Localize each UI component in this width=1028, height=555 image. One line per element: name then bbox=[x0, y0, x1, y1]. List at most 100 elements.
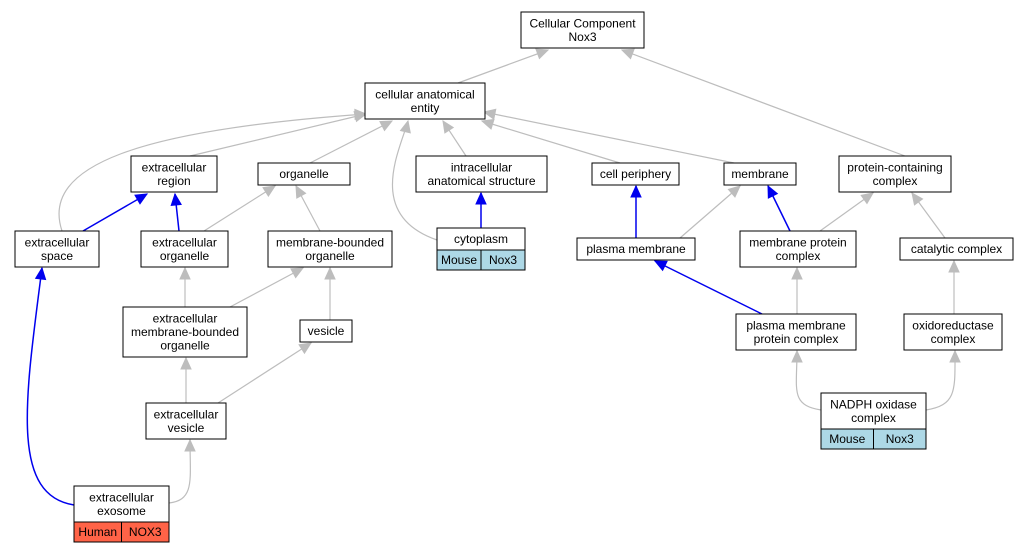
node-org[interactable]: organelle bbox=[257, 162, 351, 186]
edge-arrowhead bbox=[262, 185, 277, 198]
node-label: membrane-bounded bbox=[276, 235, 384, 249]
edge-ias-to-cae bbox=[442, 119, 467, 157]
edge-ves-to-mbo bbox=[324, 266, 336, 320]
node-box bbox=[723, 162, 797, 186]
edge-arrowhead bbox=[298, 342, 313, 355]
node-box bbox=[576, 237, 696, 261]
edge-line bbox=[654, 260, 763, 315]
edge-arrowhead bbox=[379, 120, 394, 132]
edge-mbo-to-org bbox=[295, 184, 321, 232]
edge-nadph-to-oxr bbox=[925, 349, 961, 411]
edge-arrowhead bbox=[295, 184, 307, 199]
node-label: extracellular bbox=[154, 407, 219, 421]
node-label: plasma membrane bbox=[586, 242, 686, 256]
edge-arrowhead bbox=[324, 266, 336, 280]
gene-cell bbox=[873, 428, 927, 450]
edge-ecv-to-ves bbox=[217, 342, 313, 404]
node-cc[interactable]: catalytic complex bbox=[899, 237, 1014, 261]
node-label: plasma membrane bbox=[746, 318, 846, 332]
edge-arrowhead bbox=[442, 119, 455, 134]
gene-cell bbox=[121, 521, 170, 543]
edge-cyto-to-ias bbox=[475, 191, 487, 228]
edge-ecv-to-embo bbox=[180, 356, 192, 403]
node-label: organelle bbox=[305, 249, 355, 263]
edge-embo-to-mbo bbox=[229, 267, 305, 308]
node-label: complex bbox=[873, 174, 918, 188]
edge-eco-to-ecr bbox=[170, 192, 182, 232]
edge-arrowhead bbox=[480, 118, 495, 130]
node-label: membrane bbox=[731, 167, 789, 181]
edge-cae-to-root bbox=[457, 48, 550, 84]
species-label: Mouse bbox=[441, 253, 477, 267]
node-box bbox=[899, 237, 1014, 261]
edge-line bbox=[391, 120, 438, 241]
node-label: region bbox=[157, 174, 190, 188]
edge-line bbox=[679, 185, 741, 239]
node-mem[interactable]: membrane bbox=[723, 162, 797, 186]
node-pm[interactable]: plasma membrane bbox=[576, 237, 696, 261]
edge-pm-to-mem bbox=[679, 185, 741, 239]
edge-arrowhead bbox=[911, 192, 924, 206]
node-label: exosome bbox=[97, 504, 146, 518]
node-box bbox=[267, 230, 393, 268]
edge-arrowhead bbox=[34, 266, 47, 281]
edge-line bbox=[457, 49, 549, 84]
edge-cp-to-cae bbox=[480, 118, 621, 164]
edge-line bbox=[217, 342, 312, 404]
edge-oxr-to-cc bbox=[948, 259, 960, 314]
edge-arrowhead bbox=[290, 267, 305, 279]
node-ves[interactable]: vesicle bbox=[299, 319, 353, 343]
edge-pmpc-to-mpc bbox=[791, 266, 803, 314]
gene-label: Nox3 bbox=[489, 253, 517, 267]
edge-line bbox=[481, 120, 621, 164]
edge-nadph-to-pmpc bbox=[791, 349, 822, 411]
edge-arrowhead bbox=[535, 48, 550, 60]
edge-org-to-cae bbox=[309, 120, 394, 164]
edge-arrowhead bbox=[475, 191, 487, 205]
edge-arrowhead bbox=[653, 260, 668, 272]
edge-arrowhead bbox=[179, 266, 191, 280]
edge-arrowhead bbox=[184, 438, 196, 452]
node-box bbox=[257, 162, 351, 186]
annotation-cyto: Mouse Nox3 bbox=[436, 249, 526, 271]
edge-pcc-to-root bbox=[620, 48, 906, 157]
node-label: extracellular bbox=[152, 235, 217, 249]
gene-cell bbox=[480, 249, 526, 271]
node-box bbox=[364, 82, 486, 120]
node-label: NADPH oxidase bbox=[830, 397, 917, 411]
node-box bbox=[739, 230, 857, 268]
edge-arrowhead bbox=[767, 184, 779, 199]
edge-exo-to-ecv bbox=[168, 438, 196, 504]
node-box bbox=[140, 230, 229, 268]
node-label: organelle bbox=[279, 167, 329, 181]
edge-arrowhead bbox=[482, 108, 497, 120]
node-label: complex bbox=[776, 249, 821, 263]
edge-arrowhead bbox=[949, 349, 961, 363]
edge-ecs-to-ecr bbox=[82, 193, 149, 232]
edge-arrowhead bbox=[354, 108, 368, 121]
edge-ecr-to-cae bbox=[189, 111, 368, 157]
edge-arrowhead bbox=[630, 184, 642, 198]
edge-arrowhead bbox=[134, 193, 149, 205]
edge-pmpc-to-pm bbox=[653, 260, 763, 315]
node-label: protein complex bbox=[754, 332, 839, 346]
node-cp[interactable]: cell periphery bbox=[591, 162, 680, 186]
node-label: space bbox=[41, 249, 73, 263]
